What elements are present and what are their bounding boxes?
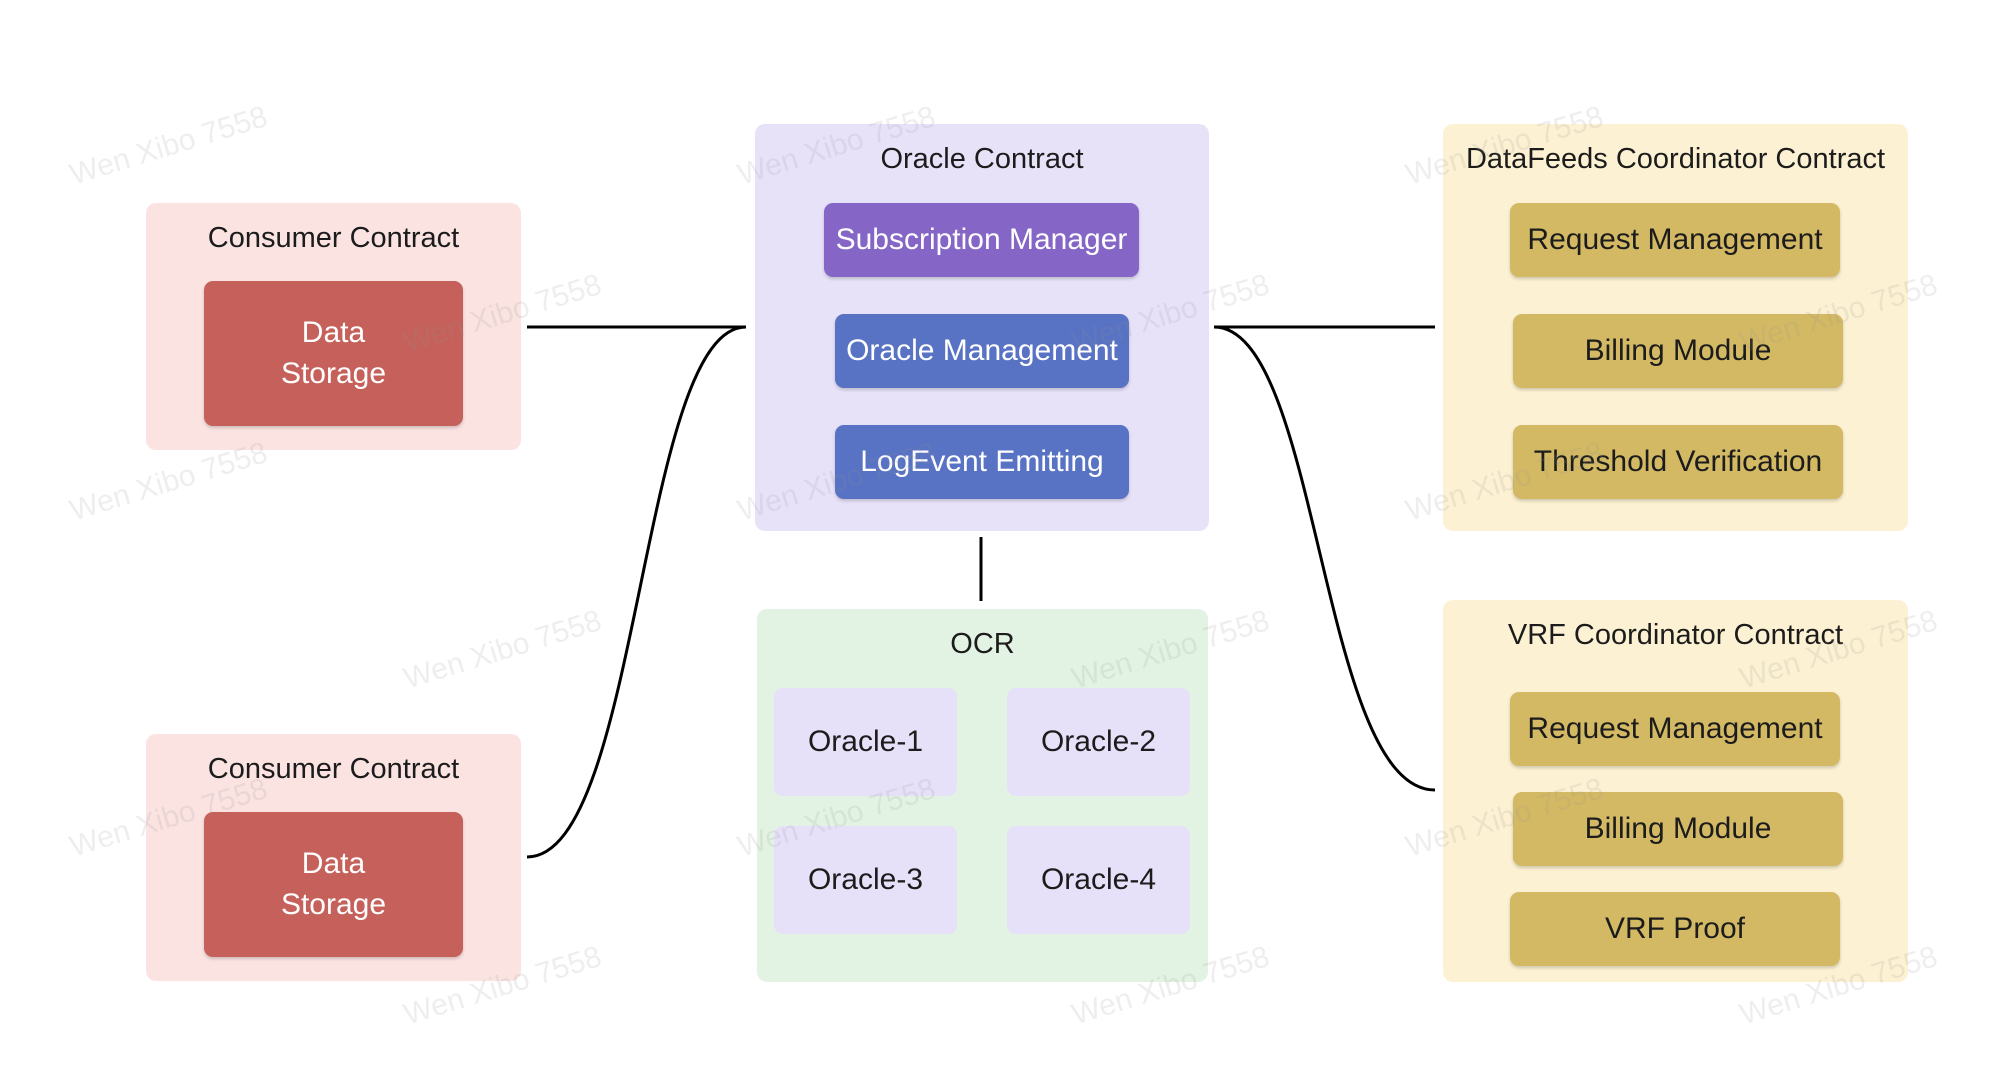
vrf-billing-module-box[interactable]: Billing Module [1513,792,1843,866]
link-oracle-to-vrf [1213,325,1436,792]
data-storage-top[interactable]: Data Storage [204,281,463,426]
consumer-contract-bottom[interactable]: Consumer Contract Data Storage [146,734,521,981]
threshold-verification-box[interactable]: Threshold Verification [1513,425,1843,499]
consumer-contract-bottom-title: Consumer Contract [207,753,460,785]
vrf-coordinator-contract[interactable]: VRF Coordinator Contract Request Managem… [1443,600,1908,982]
datafeeds-billing-module-box[interactable]: Billing Module [1513,314,1843,388]
oracle-node-1[interactable]: Oracle-1 [774,688,957,796]
ocr-title: OCR [950,628,1015,660]
subscription-manager-box[interactable]: Subscription Manager [824,203,1139,277]
oracle-node-3[interactable]: Oracle-3 [774,826,957,934]
oracle-management-box[interactable]: Oracle Management [835,314,1129,388]
datafeeds-coordinator-contract[interactable]: DataFeeds Coordinator Contract Request M… [1443,124,1908,531]
oracle-node-2[interactable]: Oracle-2 [1007,688,1190,796]
logevent-emitting-box[interactable]: LogEvent Emitting [835,425,1129,499]
ocr-panel[interactable]: OCR Oracle-1 Oracle-2 Oracle-3 Oracle-4 [757,609,1208,982]
consumer-contract-top[interactable]: Consumer Contract Data Storage [146,203,521,450]
datafeeds-request-management-box[interactable]: Request Management [1510,203,1840,277]
datafeeds-coordinator-title: DataFeeds Coordinator Contract [1465,143,1886,175]
vrf-request-management-box[interactable]: Request Management [1510,692,1840,766]
consumer-contract-top-title: Consumer Contract [207,222,460,254]
oracle-node-4[interactable]: Oracle-4 [1007,826,1190,934]
oracle-contract[interactable]: Oracle Contract Subscription Manager Ora… [755,124,1209,531]
vrf-proof-box[interactable]: VRF Proof [1510,892,1840,966]
link-consumer-bottom-to-oracle [526,325,747,859]
data-storage-bottom[interactable]: Data Storage [204,812,463,957]
vrf-coordinator-title: VRF Coordinator Contract [1507,619,1844,651]
oracle-contract-title: Oracle Contract [880,143,1084,175]
